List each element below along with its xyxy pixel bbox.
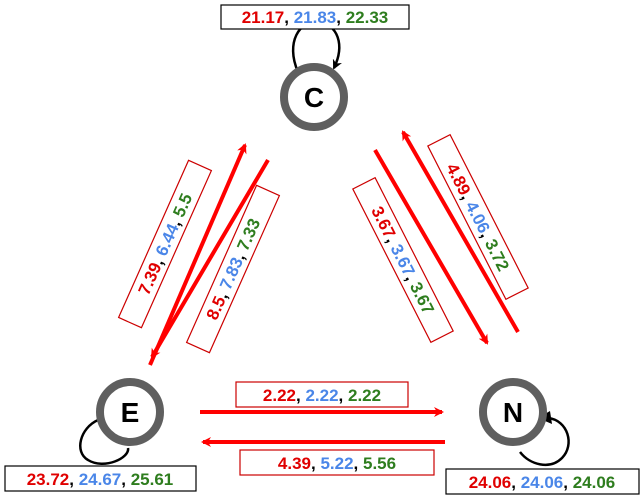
- svg-text:23.72, 24.67, 25.61: 23.72, 24.67, 25.61: [27, 470, 174, 489]
- self-loop-n: [519, 416, 570, 467]
- e-to-n-v3: 2.22: [348, 386, 381, 405]
- node-n-label: N: [503, 397, 523, 428]
- label-box-self-c: 21.17, 21.83, 22.33: [220, 4, 410, 30]
- self-e-sep2: ,: [121, 470, 130, 489]
- self-c-v2: 21.83: [294, 8, 337, 27]
- self-n-v3: 24.06: [573, 473, 616, 492]
- svg-text:24.06, 24.06, 24.06: 24.06, 24.06, 24.06: [469, 473, 616, 492]
- label-box-self-n: 24.06, 24.06, 24.06: [445, 468, 640, 495]
- self-c-sep2: ,: [336, 8, 345, 27]
- label-box-self-e: 23.72, 24.67, 25.61: [4, 465, 197, 492]
- label-box-e-to-n: 2.22, 2.22, 2.22: [235, 381, 409, 408]
- label-box-c-to-e: 8.5, 7.83, 7.33: [185, 184, 281, 354]
- arrow-n-to-c: [401, 130, 520, 333]
- self-n-v2: 24.06: [521, 473, 564, 492]
- e-to-n-sep1: ,: [296, 386, 305, 405]
- node-e: E: [96, 378, 164, 446]
- svg-text:21.17, 21.83, 22.33: 21.17, 21.83, 22.33: [242, 8, 389, 27]
- node-n: N: [479, 378, 547, 446]
- arrow-e-to-c: [148, 143, 247, 366]
- svg-text:8.5, 7.83, 7.33: 8.5, 7.83, 7.33: [203, 216, 265, 323]
- n-to-e-v2: 5.22: [320, 454, 353, 473]
- node-e-label: E: [121, 397, 140, 428]
- self-n-sep1: ,: [511, 473, 520, 492]
- e-to-n-sep2: ,: [339, 386, 348, 405]
- arrow-c-to-e: [150, 158, 270, 359]
- node-c: C: [280, 63, 348, 131]
- e-to-n-v2: 2.22: [305, 386, 338, 405]
- svg-text:4.39, 5.22, 5.56: 4.39, 5.22, 5.56: [278, 454, 396, 473]
- n-to-e-v1: 4.39: [278, 454, 311, 473]
- self-n-v1: 24.06: [469, 473, 512, 492]
- self-e-sep1: ,: [69, 470, 78, 489]
- svg-text:3.67, 3.67, 3.67: 3.67, 3.67, 3.67: [367, 203, 438, 317]
- self-c-v3: 22.33: [346, 8, 389, 27]
- n-to-e-sep2: ,: [354, 454, 363, 473]
- self-n-sep2: ,: [563, 473, 572, 492]
- node-c-label: C: [304, 82, 324, 113]
- self-c-sep1: ,: [284, 8, 293, 27]
- n-to-e-sep1: ,: [311, 454, 320, 473]
- self-loop-e: [79, 418, 130, 465]
- self-e-v2: 24.67: [79, 470, 122, 489]
- svg-text:2.22, 2.22, 2.22: 2.22, 2.22, 2.22: [263, 386, 381, 405]
- self-e-v1: 23.72: [27, 470, 70, 489]
- arrow-c-to-n: [373, 148, 489, 345]
- e-to-n-v1: 2.22: [263, 386, 296, 405]
- label-box-n-to-c: 4.89, 4.06, 3.72: [427, 133, 529, 301]
- self-c-v1: 21.17: [242, 8, 285, 27]
- self-e-v3: 25.61: [131, 470, 174, 489]
- n-to-e-v3: 5.56: [363, 454, 396, 473]
- label-box-n-to-e: 4.39, 5.22, 5.56: [239, 449, 435, 476]
- label-box-e-to-c: 7.39, 6.44, 5.5: [117, 159, 213, 329]
